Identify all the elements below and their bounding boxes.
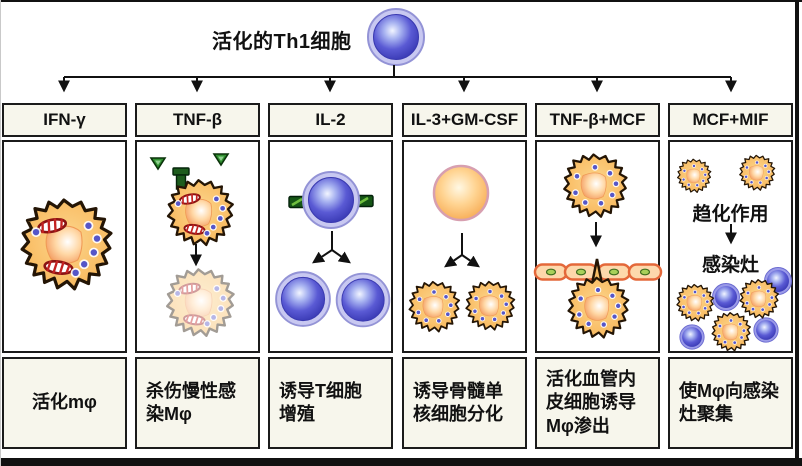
header-il3-gmcsf: IL-3+GM-CSF (402, 103, 527, 137)
header-label: TNF-β (172, 110, 223, 129)
border-left (0, 0, 1, 466)
header-tnf-beta: TNF-β (135, 103, 260, 137)
header-il2: IL-2 (268, 103, 393, 137)
body-tnf-beta (135, 140, 260, 353)
body-il2 (268, 140, 393, 353)
label-text: 活化血管内皮细胞诱导Mφ渗出 (546, 368, 636, 436)
label-text: 杀伤慢性感染Mφ (146, 380, 236, 424)
label-text: 诱导T细胞增殖 (279, 380, 362, 424)
header-label: IL-2 (315, 110, 346, 129)
label-tnf-beta: 杀伤慢性感染Mφ (135, 357, 260, 449)
label-text: 使Mφ向感染灶聚集 (679, 380, 779, 424)
label-il2: 诱导T细胞增殖 (268, 357, 393, 449)
label-ifn-gamma: 活化mφ (2, 357, 127, 449)
diagram-title: 活化的Th1细胞 (212, 31, 352, 53)
chemotaxis-text: 趋化作用 (692, 204, 769, 225)
border-right (795, 0, 799, 466)
header-label: TNF-β+MCF (549, 110, 646, 129)
header-mcf-mif: MCF+MIF (668, 103, 793, 137)
border-top (0, 0, 802, 2)
label-mcf-mif: 使Mφ向感染灶聚集 (668, 357, 793, 449)
header-tnf-mcf: TNF-β+MCF (535, 103, 660, 137)
label-text: 活化mφ (32, 392, 97, 413)
label-il3-gmcsf: 诱导骨髓单核细胞分化 (402, 357, 527, 449)
body-tnf-mcf (535, 140, 660, 353)
header-label: MCF+MIF (692, 110, 769, 129)
body-mcf-mif (668, 140, 793, 353)
body-ifn-gamma (2, 140, 127, 353)
header-ifn-gamma: IFN-γ (2, 103, 127, 137)
label-text: 诱导骨髓单核细胞分化 (413, 380, 503, 424)
header-label: IL-3+GM-CSF (410, 110, 519, 129)
body-il3-gmcsf (402, 140, 527, 353)
border-bottom (0, 458, 802, 466)
header-label: IFN-γ (43, 110, 86, 129)
label-tnf-mcf: 活化血管内皮细胞诱导Mφ渗出 (535, 357, 660, 449)
infection-focus-text: 感染灶 (701, 255, 759, 276)
branch-connector (58, 65, 737, 93)
